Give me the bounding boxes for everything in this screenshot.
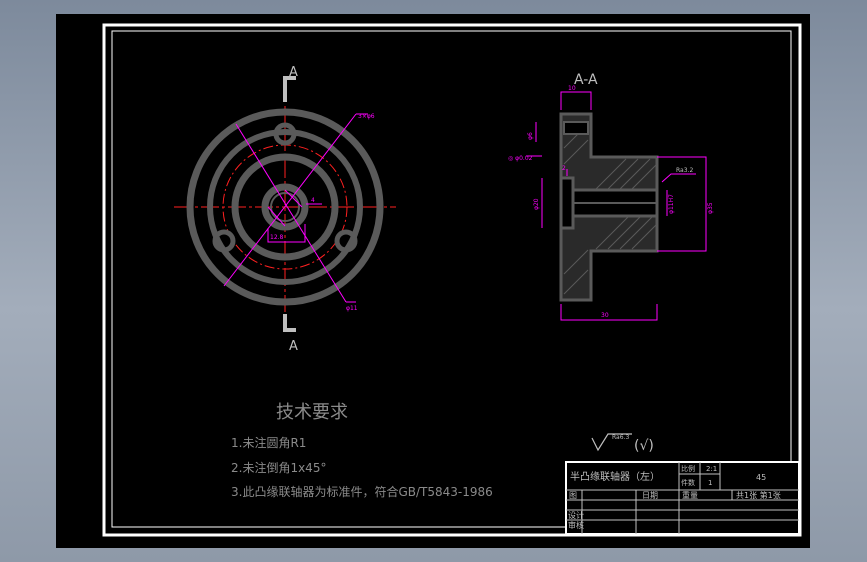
general-roughness: Ra6.3 (√) bbox=[591, 433, 654, 454]
section-label-bottom: A bbox=[289, 339, 298, 354]
bolt-hole-top bbox=[273, 122, 297, 146]
row-designer: 设计 bbox=[568, 510, 584, 520]
roughness-callout: Ra3.2 bbox=[676, 167, 693, 174]
flange-inner-circle bbox=[207, 129, 363, 285]
col-drawing: 图 bbox=[569, 491, 577, 500]
dim-top-text: 10 bbox=[568, 85, 576, 92]
part-name: 半凸缘联轴器（左） bbox=[570, 470, 660, 483]
dim-hub-text: φ35 bbox=[707, 202, 714, 214]
dim-bore-left-text: φ20 bbox=[533, 198, 540, 210]
dim-gap-text: 2 bbox=[562, 165, 566, 172]
qty-label: 件数 bbox=[681, 478, 695, 487]
bore-circle bbox=[261, 183, 309, 231]
sheet-info: 共1张 第1张 bbox=[736, 490, 781, 500]
bore-cross-2 bbox=[284, 189, 303, 208]
note-item: 1.未注圆角R1 bbox=[231, 435, 306, 450]
title-block: 半凸缘联轴器（左） 比例 2:1 件数 1 45 图 日期 重量 共1张 第1张… bbox=[565, 461, 800, 535]
note-item: 3.此凸缘联轴器为标准件，符合GB/T5843-1986 bbox=[231, 484, 493, 499]
keyway-dimension bbox=[267, 224, 306, 243]
col-date: 日期 bbox=[642, 491, 658, 500]
bore-cross-1 bbox=[267, 206, 286, 227]
roughness-symbol bbox=[591, 433, 632, 452]
flange-outer-circle bbox=[186, 108, 384, 306]
keyway-dim-text: 12.8 bbox=[270, 234, 284, 241]
section-view-title: A-A bbox=[574, 72, 598, 88]
hub-circle bbox=[231, 153, 339, 261]
row-checker: 审核 bbox=[568, 520, 584, 530]
key-width-text: 4 bbox=[311, 197, 315, 204]
col-weight: 重量 bbox=[682, 490, 698, 500]
hole-callout-upper: 3×φ6 bbox=[358, 113, 375, 120]
dim-length-text: 30 bbox=[601, 312, 609, 319]
section-arrow-top bbox=[283, 76, 296, 102]
notes-title: 技术要求 bbox=[276, 402, 348, 423]
scale-label: 比例 bbox=[681, 464, 695, 473]
cad-viewport[interactable]: 3×φ6 φ11 12.8 4 A A A-A bbox=[56, 14, 810, 548]
qty-value: 1 bbox=[708, 479, 712, 487]
front-view: 3×φ6 φ11 12.8 4 A A bbox=[174, 65, 396, 354]
leader-line-upper bbox=[223, 113, 357, 287]
technical-notes: 技术要求 1.未注圆角R1 2.未注倒角1x45° 3.此凸缘联轴器为标准件，符… bbox=[231, 402, 493, 499]
section-view: A-A 10 φ20 φ6 bbox=[508, 72, 714, 321]
section-label-top: A bbox=[289, 65, 298, 80]
bore-inner-circle bbox=[270, 192, 300, 222]
bolt-hole-left bbox=[212, 229, 236, 253]
bolt-hole-right bbox=[334, 229, 358, 253]
title-block-grid bbox=[566, 462, 799, 534]
tolerance-box-text: ◎ φ0.02 bbox=[508, 155, 533, 162]
leader-line-lower bbox=[235, 123, 347, 303]
roughness-general-text: Ra6.3 bbox=[612, 434, 629, 441]
dim-hole-text: φ6 bbox=[527, 132, 534, 140]
dim-center-bore-text: φ11H7 bbox=[668, 194, 675, 214]
hole-callout-lower: φ11 bbox=[346, 305, 358, 312]
section-dimensions bbox=[526, 91, 707, 321]
scale-value: 2:1 bbox=[706, 465, 717, 473]
note-item: 2.未注倒角1x45° bbox=[231, 460, 326, 475]
section-hatching bbox=[563, 123, 658, 295]
drawing-border bbox=[102, 23, 802, 537]
drawing-canvas: 3×φ6 φ11 12.8 4 A A A-A bbox=[102, 23, 802, 537]
spigot-recess bbox=[559, 176, 575, 230]
flange-bolt-hole bbox=[563, 121, 589, 135]
roughness-paren-text: (√) bbox=[634, 438, 654, 454]
material-text: 45 bbox=[756, 473, 766, 482]
section-arrow-bottom bbox=[283, 314, 296, 332]
drawing-inner-frame bbox=[111, 30, 792, 528]
